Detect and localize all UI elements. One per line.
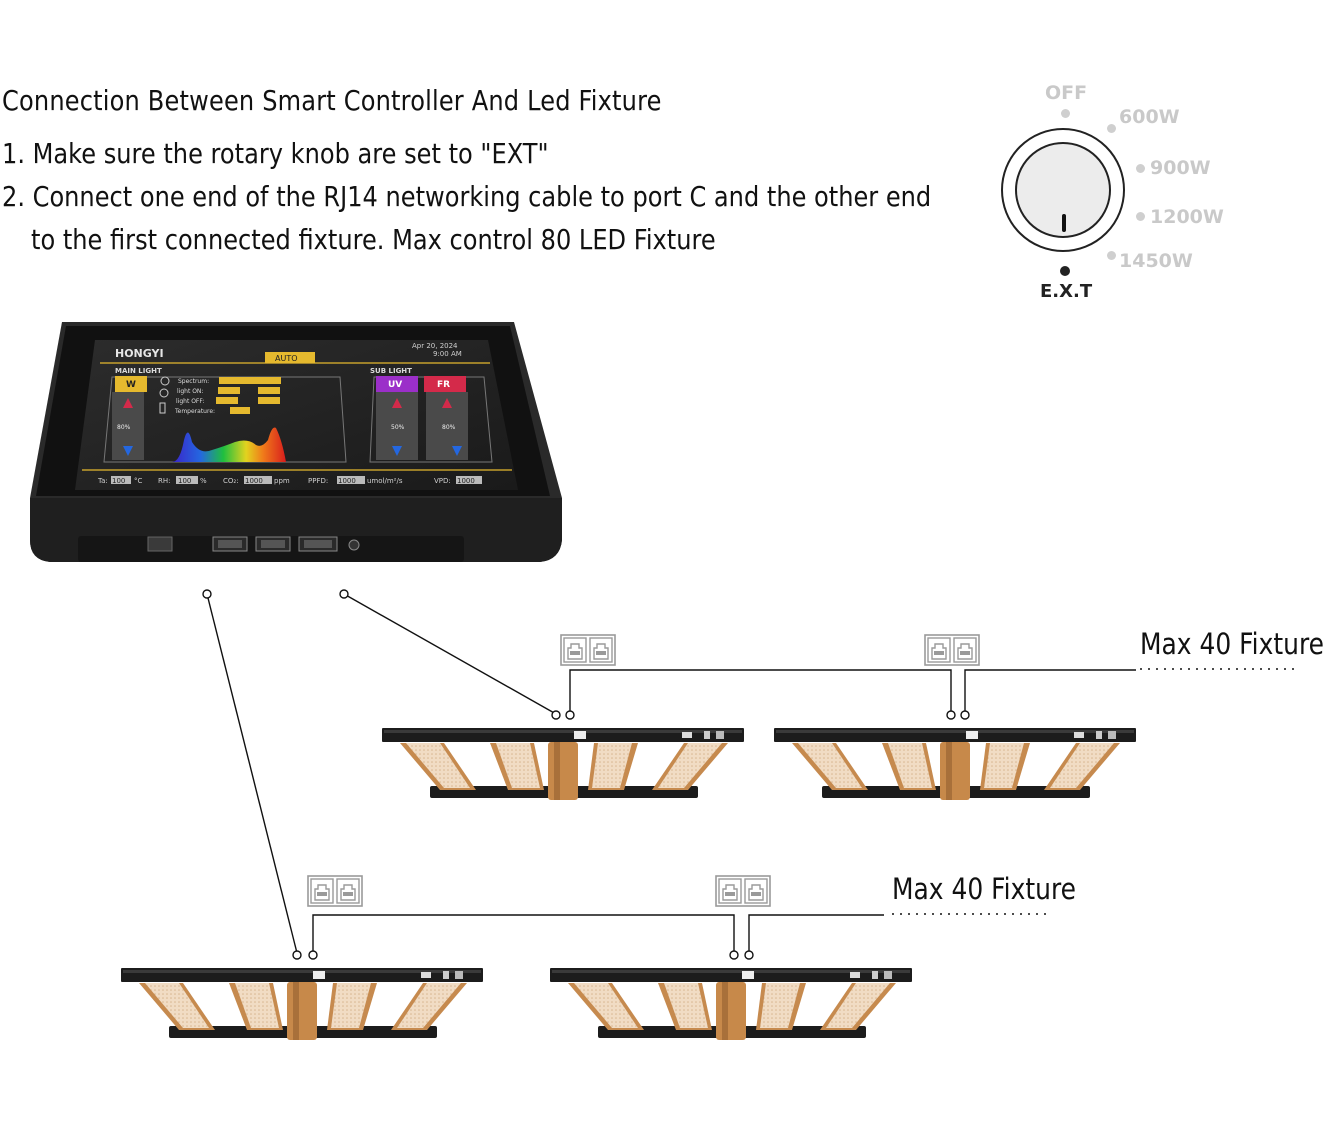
rj14-port-icon xyxy=(925,635,979,665)
status-ppfd: PPFD: xyxy=(308,477,328,485)
screen-fr-label: FR xyxy=(437,380,450,390)
led-fixture-lower-2 xyxy=(550,968,912,1040)
cable-to-upper-chain xyxy=(344,594,556,714)
screen-spectrum-label: Spectrum: xyxy=(178,378,209,385)
screen-w-label: W xyxy=(126,380,136,390)
screen-light-off-label: light OFF: xyxy=(176,398,204,405)
rj14-port-icon xyxy=(716,876,770,906)
status-ppfd-value: 1000 xyxy=(338,477,356,485)
cable-to-lower-chain xyxy=(207,594,297,953)
status-ppfd-unit: umol/m²/s xyxy=(367,477,403,485)
screen-uv-percent: 50% xyxy=(391,424,405,431)
status-rh-value: 100 xyxy=(178,477,191,485)
status-rh-unit: % xyxy=(200,477,207,485)
status-vpd-value: 1000 xyxy=(457,477,475,485)
status-co2-value: 1000 xyxy=(245,477,263,485)
status-co2: CO₂: xyxy=(223,477,239,485)
screen-main-light: MAIN LIGHT xyxy=(115,367,162,375)
led-fixture-lower-1 xyxy=(121,968,483,1040)
screen-fr-percent: 80% xyxy=(442,424,456,431)
screen-uv-label: UV xyxy=(388,380,402,390)
screen-date: Apr 20, 2024 xyxy=(412,342,458,350)
screen-temperature-label: Temperature: xyxy=(174,408,215,415)
screen-brand: HONGYI xyxy=(115,347,164,360)
cable-lower-link xyxy=(313,915,734,953)
smart-controller: HONGYI AUTO Apr 20, 2024 9:00 AM MAIN LI… xyxy=(30,322,562,562)
screen-sub-light: SUB LIGHT xyxy=(370,367,412,375)
status-ta-value: 100 xyxy=(112,477,125,485)
screen-w-percent: 80% xyxy=(117,424,131,431)
rj14-port-icon xyxy=(561,635,615,665)
status-ta: Ta: xyxy=(97,477,108,485)
screen-light-on-label: light ON: xyxy=(177,388,203,395)
screen-mode-badge: AUTO xyxy=(275,354,298,363)
cable-lower-out xyxy=(749,915,884,953)
rj14-port-icon xyxy=(308,876,362,906)
status-rh: RH: xyxy=(158,477,171,485)
status-co2-unit: ppm xyxy=(274,477,290,485)
cable-upper-out xyxy=(965,670,1136,714)
status-vpd: VPD: xyxy=(434,477,451,485)
screen-time: 9:00 AM xyxy=(433,350,462,358)
status-ta-unit: °C xyxy=(134,477,143,485)
led-fixture-upper-1 xyxy=(382,728,744,800)
cable-upper-link xyxy=(570,670,951,714)
led-fixture-upper-2 xyxy=(774,728,1136,800)
